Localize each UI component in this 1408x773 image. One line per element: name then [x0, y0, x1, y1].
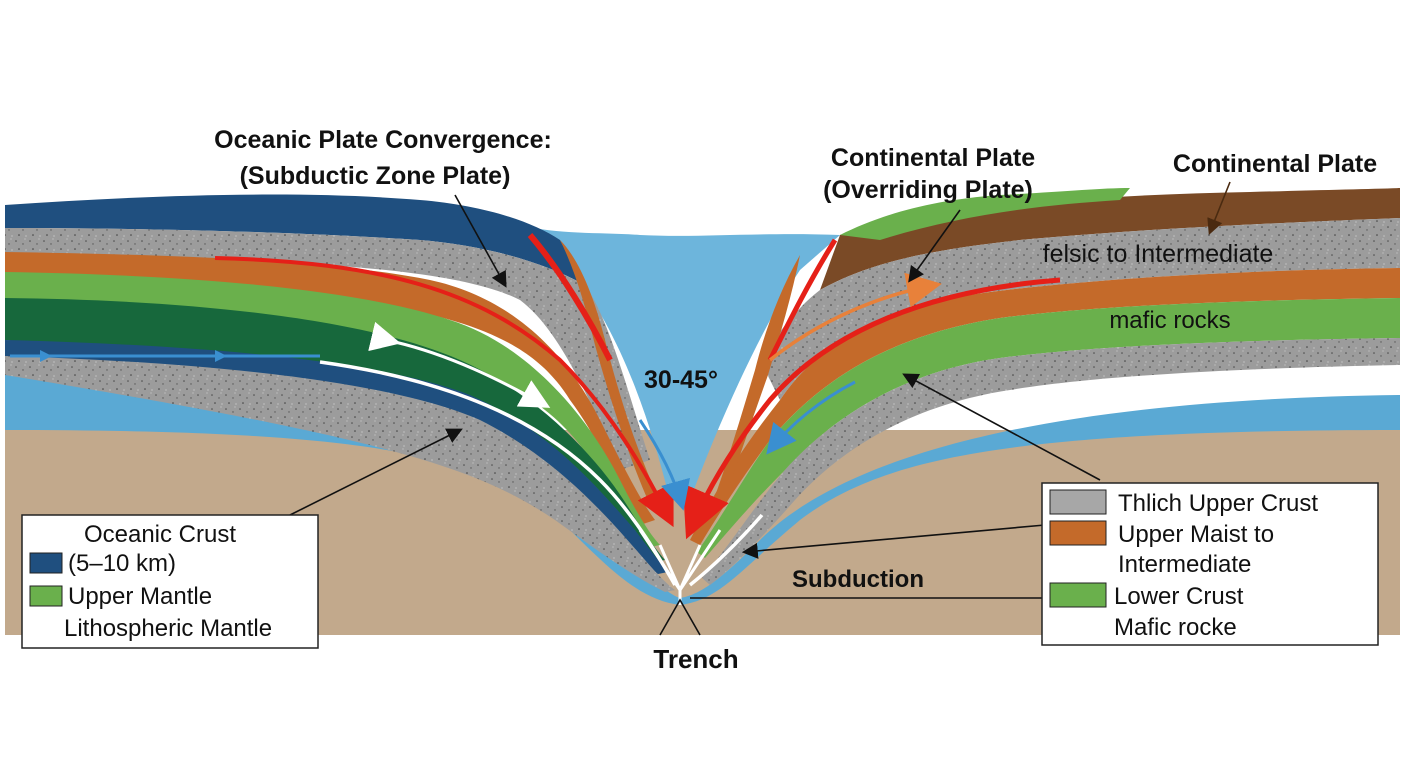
label-angle: 30-45° [644, 366, 718, 394]
left-lower-gray [5, 356, 675, 592]
label-trench: Trench [653, 644, 738, 674]
legend-left-item-0: (5–10 km) [68, 550, 176, 577]
trench-water [520, 225, 840, 500]
white-flow-left [319, 360, 677, 586]
legend-left-swatch-1 [29, 585, 63, 607]
legend-right: Thlich Upper Crust Upper Maist to Interm… [1041, 482, 1379, 646]
blue-arrow-head-1 [40, 350, 52, 362]
red-arrow-wedge-right [767, 238, 838, 362]
legend-right-item-4: Mafic rocke [1114, 614, 1237, 641]
right-green-cap [840, 188, 1130, 240]
legend-left-title: Oceanic Crust [84, 521, 236, 548]
legend-left-item-2: Lithospheric Mantle [64, 615, 272, 642]
right-light-green [697, 298, 1400, 558]
legend-right-item-0: Thlich Upper Crust [1118, 490, 1318, 517]
label-subduction: Subduction [792, 566, 924, 593]
white-arrow-double [368, 321, 551, 408]
legend-left: Oceanic Crust (5–10 km) Upper Mantle Lit… [21, 514, 319, 649]
legend-right-item-2: Intermediate [1118, 551, 1251, 578]
left-oceanic-crust-top [5, 194, 585, 285]
red-arrow-wedge-left [527, 233, 613, 362]
pointer-trench [659, 598, 701, 636]
title-left-line1: Oceanic Plate Convergence: [214, 126, 552, 154]
blue-arrow-right [766, 380, 856, 455]
label-felsic: felsic to Intermediate [1043, 240, 1274, 268]
title-left-line2: (Subductic Zone Plate) [240, 162, 511, 190]
legend-left-item-1: Upper Mantle [68, 583, 212, 610]
pointer-legend-left [289, 428, 463, 516]
left-upper-gray [5, 228, 650, 470]
pointer-legend-right-mid [741, 524, 1046, 559]
right-lower-gray [702, 338, 1400, 585]
legend-left-swatch-0 [29, 552, 63, 574]
blue-arrow-head-2 [215, 350, 227, 362]
title-center-right-line1: Continental Plate [831, 144, 1035, 172]
title-far-right: Continental Plate [1173, 150, 1377, 178]
legend-right-swatch-0 [1049, 489, 1107, 515]
pointer-title-center [908, 209, 961, 283]
right-orange [690, 268, 1400, 545]
blue-arrow-trench [638, 419, 690, 511]
orange-arrow-right [768, 272, 942, 362]
left-orange [5, 252, 655, 525]
pointer-title-left [454, 194, 507, 288]
legend-right-swatch-3 [1049, 582, 1107, 608]
pointer-title-far-right [1207, 181, 1231, 235]
white-flow-right [688, 513, 764, 587]
red-arrow-right [682, 277, 1061, 540]
pointer-legend-right-top [902, 373, 1101, 481]
label-mafic: mafic rocks [1109, 307, 1230, 334]
left-slab-tip-orange [560, 240, 660, 505]
legend-right-item-1: Upper Maist to [1118, 521, 1274, 548]
legend-right-swatch-1 [1049, 520, 1107, 546]
right-upper-gray [760, 218, 1400, 400]
legend-right-item-3: Lower Crust [1114, 583, 1244, 610]
title-center-right-line2: (Overriding Plate) [823, 176, 1033, 204]
